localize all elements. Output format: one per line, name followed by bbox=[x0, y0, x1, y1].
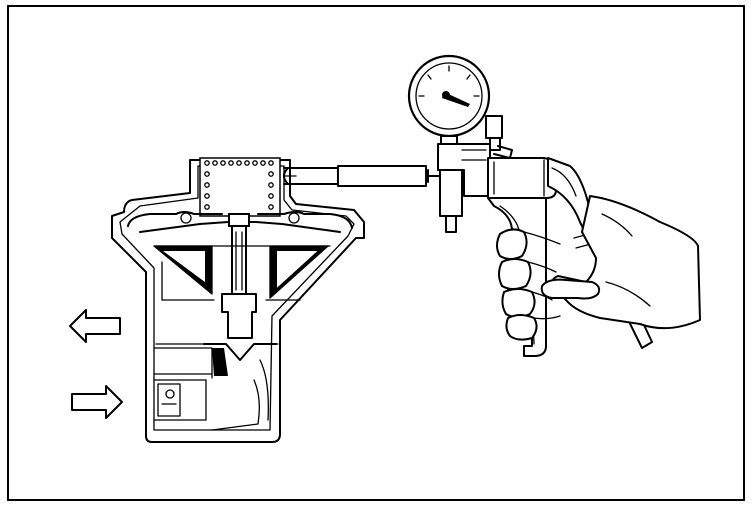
valve-stem bbox=[221, 213, 257, 339]
arrow-left-icon bbox=[69, 309, 121, 343]
vacuum-gauge bbox=[407, 54, 491, 147]
valve-seat bbox=[203, 343, 277, 361]
valve-housing bbox=[111, 157, 365, 443]
arrow-right-icon bbox=[71, 385, 123, 419]
hand-thumb bbox=[540, 278, 601, 300]
release-valve bbox=[485, 115, 503, 139]
diaphragm-rim bbox=[127, 211, 353, 229]
passage-shadow bbox=[212, 348, 228, 376]
flange-plate bbox=[199, 157, 281, 217]
hand-fingers bbox=[496, 228, 538, 341]
hand-palm bbox=[551, 195, 701, 330]
housing-shell bbox=[111, 159, 365, 443]
pump-barrel bbox=[487, 157, 557, 199]
adapter-nipple bbox=[439, 169, 463, 217]
figure-border bbox=[7, 5, 745, 501]
operator-hand bbox=[496, 195, 701, 341]
inlet-port bbox=[157, 383, 181, 417]
vacuum-hose bbox=[283, 165, 441, 187]
housing-inner-wall bbox=[119, 165, 355, 431]
